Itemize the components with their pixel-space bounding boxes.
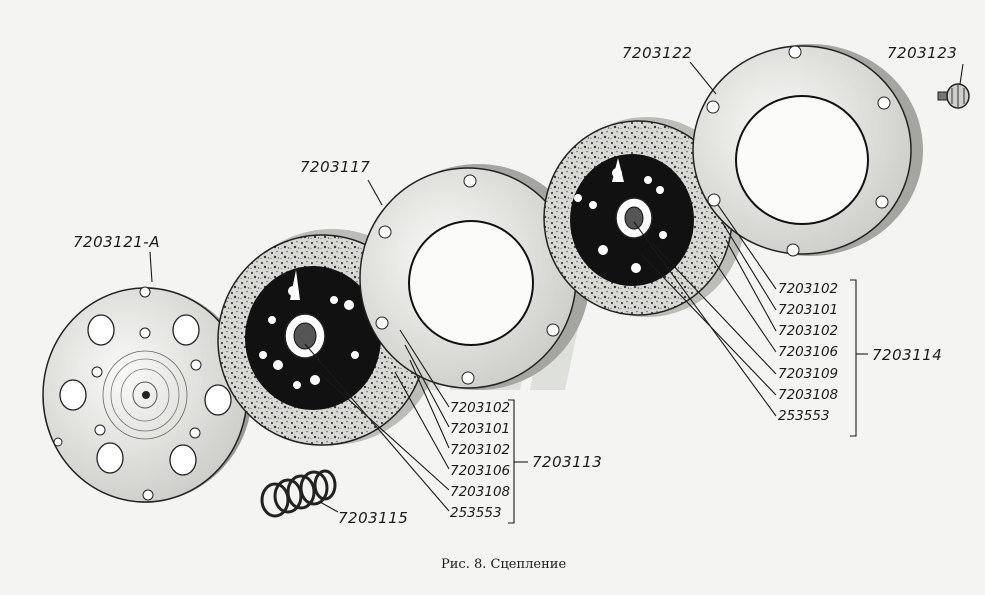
bolt-part <box>937 83 970 109</box>
flywheel-part <box>42 286 252 503</box>
left-stack-item: 7203101 <box>450 421 510 437</box>
left-stack-labels: 7203102 7203101 7203102 7203106 7203108 … <box>450 400 510 521</box>
flywheel-leader <box>149 251 153 283</box>
pressure-plate-leader <box>367 179 383 206</box>
right-stack-item: 7203102 <box>778 323 838 339</box>
right-stack-item: 7203102 <box>778 281 838 297</box>
right-group-label: 7203114 <box>872 346 942 364</box>
left-stack-item: 253553 <box>450 505 502 521</box>
pressure-plate-part <box>359 164 590 390</box>
right-stack-item: 7203108 <box>778 387 838 403</box>
bolt-label: 7203123 <box>887 44 957 62</box>
right-stack-leaders <box>633 204 777 417</box>
figure-caption: Рис. 8. Сцепление <box>441 557 566 572</box>
left-stack-bracket <box>508 399 515 524</box>
right-stack-item: 7203106 <box>778 344 838 360</box>
right-stack-item: 7203109 <box>778 366 838 382</box>
spring-label: 7203115 <box>338 509 408 527</box>
pressure-plate-label: 7203117 <box>300 158 370 176</box>
spring-leader <box>319 501 339 513</box>
cover-ring-leader <box>689 61 717 95</box>
cover-ring-label: 7203122 <box>622 44 692 62</box>
left-stack-item: 7203106 <box>450 463 510 479</box>
left-stack-leaders <box>304 329 450 512</box>
left-stack-item: 7203102 <box>450 442 510 458</box>
left-stack-item: 7203102 <box>450 400 510 416</box>
spring-part <box>260 469 337 518</box>
flywheel-label: 7203121-A <box>73 233 160 251</box>
left-stack-item: 7203108 <box>450 484 510 500</box>
right-stack-item: 253553 <box>778 408 830 424</box>
bolt-leader <box>959 63 964 85</box>
right-stack-item: 7203101 <box>778 302 838 318</box>
left-group-label: 7203113 <box>532 453 602 471</box>
right-stack-labels: 7203102 7203101 7203102 7203106 7203109 … <box>778 281 838 424</box>
cover-ring-part <box>692 44 923 257</box>
right-stack-bracket <box>850 279 857 437</box>
